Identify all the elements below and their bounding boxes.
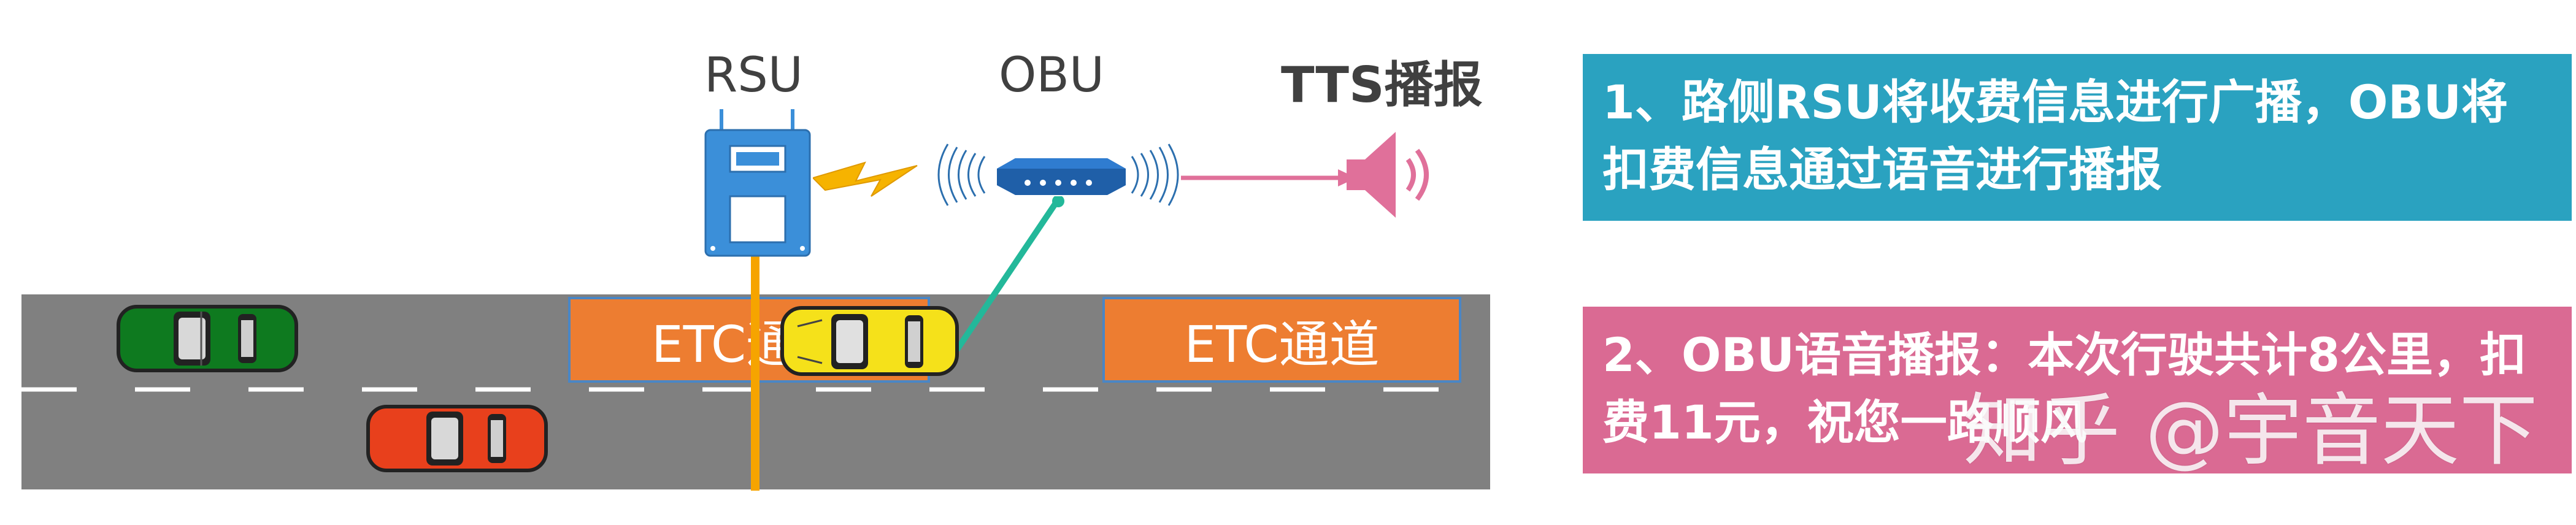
lightning-icon: [813, 161, 918, 197]
obu-car-link: [954, 196, 1064, 351]
etc-lane-2: ETC通道: [1102, 297, 1461, 383]
info-panel-1-text: 1、路侧RSU将收费信息进行广播，OBU将扣费信息通过语音进行播报: [1602, 75, 2509, 197]
rsu-device-icon: [704, 109, 811, 257]
green-car: [117, 305, 298, 372]
info-panel-1: 1、路侧RSU将收费信息进行广播，OBU将扣费信息通过语音进行播报: [1583, 54, 2572, 221]
info-panel-2: 2、OBU语音播报：本次行驶共计8公里，扣费11元，祝您一路顺风: [1583, 307, 2572, 473]
watermark: 知乎 @宇音天下: [1963, 385, 2538, 477]
obu-device-icon: [937, 144, 1179, 206]
tts-arrow: [1181, 169, 1356, 186]
speaker-icon: [1347, 132, 1429, 218]
obu-label: OBU: [999, 48, 1104, 103]
yellow-car: [780, 306, 959, 376]
rsu-pole: [751, 255, 759, 491]
rsu-label: RSU: [704, 48, 803, 103]
etc-lane-2-label: ETC通道: [1184, 315, 1380, 374]
tts-label: TTS播报: [1281, 56, 1483, 113]
red-car: [366, 405, 548, 472]
info-panel-2-text: 2、OBU语音播报：本次行驶共计8公里，扣费11元，祝您一路顺风: [1602, 328, 2527, 450]
